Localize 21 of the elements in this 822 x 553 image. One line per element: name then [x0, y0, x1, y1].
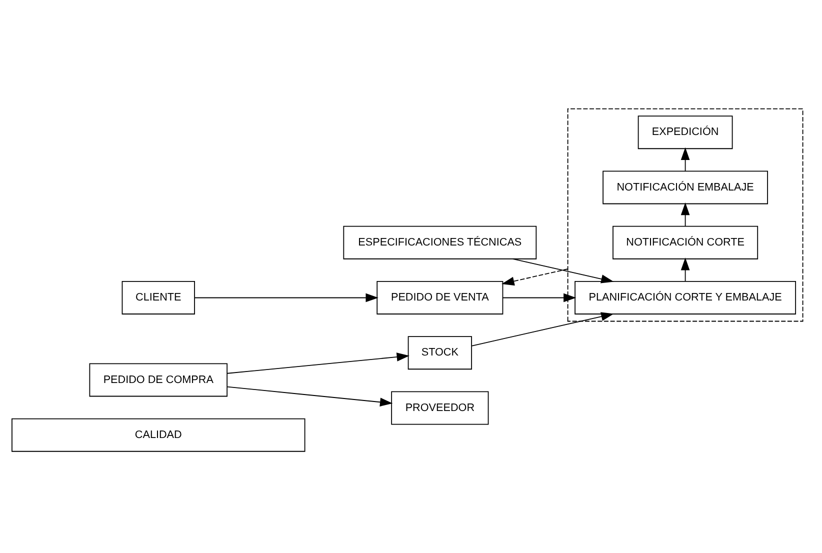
arrow — [226, 386, 393, 407]
arrow — [512, 258, 614, 284]
node-box: NOTIFICACIÓN CORTE — [612, 226, 758, 260]
arrow — [226, 352, 410, 374]
node-box: STOCK — [408, 336, 472, 370]
arrow — [471, 312, 614, 346]
node-box: NOTIFICACIÓN EMBALAJE — [602, 170, 768, 204]
arrow — [502, 293, 576, 302]
arrow — [680, 147, 690, 172]
node-box: PEDIDO DE VENTA — [376, 281, 504, 314]
node-box: PLANIFICACIÓN CORTE Y EMBALAJE — [574, 281, 796, 314]
node-box: CLIENTE — [122, 281, 195, 314]
node-box: PROVEEDOR — [391, 391, 489, 425]
node-box: ESPECIFICACIONES TÉCNICAS — [343, 226, 537, 260]
arrow — [680, 258, 690, 282]
arrow — [680, 202, 690, 227]
node-box: PEDIDO DE COMPRA — [89, 363, 228, 397]
node-box: CALIDAD — [12, 418, 306, 452]
arrow — [502, 268, 568, 286]
arrow — [194, 293, 378, 302]
node-box: EXPEDICIÓN — [638, 116, 733, 150]
